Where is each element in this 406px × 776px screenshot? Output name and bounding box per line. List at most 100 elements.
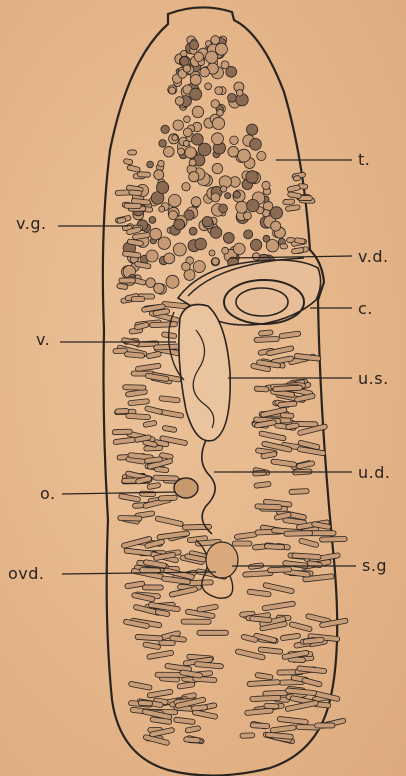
vitelline-lobule bbox=[119, 278, 136, 283]
vitelline-lobule bbox=[123, 385, 146, 390]
vitelline-lobule bbox=[285, 205, 300, 212]
vitelline-lobule bbox=[320, 536, 348, 542]
vitelline-lobule bbox=[147, 689, 173, 698]
testis-follicle bbox=[206, 51, 218, 63]
vitelline-lobule bbox=[118, 493, 140, 502]
testis-follicle bbox=[159, 206, 165, 212]
vitelline-lobule bbox=[232, 541, 252, 546]
vitelline-lobule bbox=[302, 677, 323, 687]
vitelline-lobule bbox=[173, 717, 195, 725]
vitelline-lobule bbox=[278, 401, 298, 408]
testis-follicle bbox=[180, 57, 189, 66]
vitelline-lobule bbox=[181, 619, 211, 624]
testis-follicle bbox=[173, 243, 186, 256]
vitelline-lobule bbox=[234, 532, 257, 540]
leader-vd bbox=[230, 256, 352, 258]
vitelline-lobule bbox=[293, 175, 301, 181]
testis-follicle bbox=[193, 261, 205, 273]
vitelline-lobule bbox=[135, 363, 161, 372]
testis-follicle bbox=[228, 146, 239, 157]
vitelline-lobule bbox=[298, 538, 319, 548]
vitelline-lobule bbox=[250, 723, 270, 729]
vitelline-lobule bbox=[258, 330, 273, 336]
vitelline-lobule bbox=[197, 630, 229, 635]
testis-follicle bbox=[228, 93, 237, 102]
label-uterine-sac: u.s. bbox=[358, 371, 389, 387]
vitelline-lobule bbox=[262, 601, 296, 611]
vitelline-lobule bbox=[177, 682, 195, 690]
testis-follicle bbox=[161, 125, 169, 133]
vitelline-lobule bbox=[147, 650, 174, 660]
vitelline-lobule bbox=[287, 185, 301, 193]
testis-follicle bbox=[211, 193, 220, 202]
testis-follicle bbox=[146, 250, 158, 262]
testis-follicle bbox=[190, 41, 199, 50]
testis-follicle bbox=[182, 183, 190, 191]
vitelline-lobule bbox=[118, 515, 142, 521]
vitelline-lobule bbox=[162, 425, 177, 432]
testis-follicle bbox=[198, 143, 211, 156]
testis-follicle bbox=[211, 100, 219, 108]
testis-follicle bbox=[190, 75, 201, 86]
label-oviduct: ovd. bbox=[8, 566, 45, 582]
testis-follicle bbox=[215, 87, 223, 95]
label-ovary: o. bbox=[40, 486, 56, 502]
vitelline-lobule bbox=[154, 344, 181, 350]
vitelline-lobule bbox=[271, 459, 297, 468]
testis-follicle bbox=[233, 191, 240, 198]
vitelline-lobule bbox=[137, 172, 150, 178]
vitelline-lobule bbox=[185, 725, 201, 733]
testis-follicle bbox=[158, 237, 170, 249]
testis-follicle bbox=[262, 181, 270, 189]
testis-follicle bbox=[175, 97, 184, 106]
testis-follicle bbox=[271, 221, 281, 231]
testis-follicle bbox=[159, 140, 167, 148]
testis-follicle bbox=[202, 217, 212, 227]
testis-follicle bbox=[226, 66, 237, 77]
testis-follicle bbox=[185, 147, 196, 158]
testis-follicle bbox=[189, 172, 199, 182]
testis-follicle bbox=[257, 151, 266, 160]
testis-follicle bbox=[147, 161, 154, 168]
testis-follicle bbox=[164, 146, 175, 157]
vitelline-lobule bbox=[150, 322, 178, 328]
testis-follicle bbox=[266, 240, 278, 252]
vitelline-lobule bbox=[250, 695, 281, 701]
testis-follicle bbox=[212, 117, 224, 129]
testis-follicle bbox=[215, 43, 227, 55]
vitelline-lobule bbox=[123, 158, 133, 165]
testis-follicle bbox=[194, 52, 203, 61]
testis-follicle bbox=[184, 116, 191, 123]
testis-follicle bbox=[154, 170, 164, 180]
vitelline-lobule bbox=[289, 488, 309, 494]
testis-follicle bbox=[166, 275, 179, 288]
vitelline-lobule bbox=[283, 199, 295, 205]
vitelline-lobule bbox=[315, 723, 335, 728]
vitelline-lobule bbox=[277, 716, 308, 724]
vitelline-lobule bbox=[184, 737, 201, 743]
testis-follicle bbox=[173, 120, 183, 130]
vitelline-lobule bbox=[159, 396, 181, 403]
leader-o bbox=[62, 492, 176, 494]
testis-follicle bbox=[150, 228, 162, 240]
vitelline-lobule bbox=[255, 504, 282, 510]
vitelline-lobule bbox=[142, 585, 163, 590]
vitelline-lobule bbox=[280, 413, 294, 419]
label-vas-deferens: v.d. bbox=[358, 249, 389, 265]
testis-follicle bbox=[247, 199, 259, 211]
vitelline-lobule bbox=[187, 580, 213, 586]
testis-follicle bbox=[247, 124, 258, 135]
vitelline-lobule bbox=[284, 531, 313, 537]
vitelline-lobule bbox=[113, 437, 136, 445]
testis-follicle bbox=[189, 159, 196, 166]
vitelline-lobule bbox=[128, 681, 152, 690]
testis-follicle bbox=[211, 36, 220, 45]
vitelline-lobule bbox=[117, 217, 127, 223]
testis-follicle bbox=[195, 238, 207, 250]
vitelline-lobule bbox=[126, 413, 151, 420]
testis-follicle bbox=[191, 197, 201, 207]
ovary bbox=[174, 478, 198, 498]
vitelline-lobule bbox=[146, 351, 161, 359]
vitelline-lobule bbox=[159, 409, 184, 418]
